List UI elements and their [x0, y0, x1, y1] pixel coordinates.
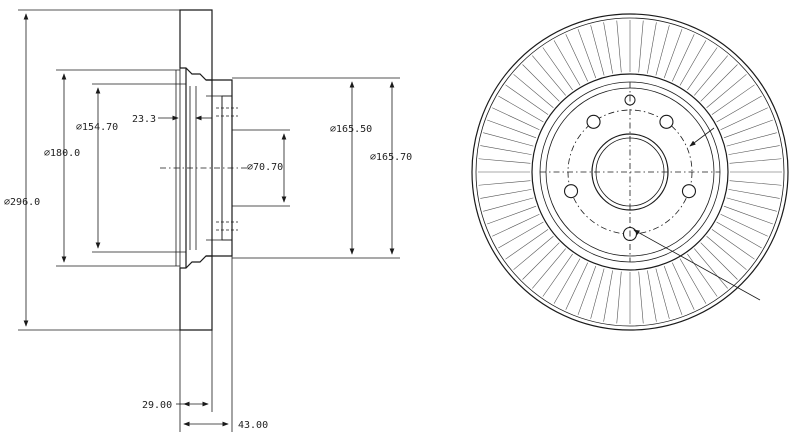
vane-line — [638, 271, 644, 324]
vane-line — [716, 221, 762, 249]
vane-line — [616, 20, 622, 73]
vane-line — [706, 236, 747, 270]
vane-line — [498, 221, 544, 249]
bolt-hole — [659, 114, 674, 129]
cooling-vanes — [478, 20, 782, 324]
vane-line — [729, 180, 782, 186]
dim-label-233: 23.3 — [132, 114, 156, 125]
vane-line — [522, 64, 560, 102]
vane-line — [480, 189, 532, 199]
vane-line — [711, 229, 755, 260]
vane-line — [694, 55, 728, 96]
vane-line — [513, 74, 554, 108]
vane-line — [647, 22, 657, 74]
vane-line — [577, 265, 597, 315]
dim-label-296: ⌀296.0 — [4, 197, 40, 208]
section-ring-lower — [179, 255, 213, 331]
vane-line — [542, 47, 573, 91]
vane-line — [700, 64, 738, 102]
vane-line — [498, 95, 544, 123]
vane-line — [505, 229, 549, 260]
bolt-holes — [563, 94, 697, 242]
left-dimensions: ⌀296.0 ⌀180.0 ⌀154.70 23.3 ⌀70.70 ⌀165.5… — [4, 9, 412, 432]
vane-line — [655, 25, 670, 76]
vane-line — [478, 158, 531, 164]
vane-line — [590, 268, 605, 319]
vane-line — [706, 74, 747, 108]
dim-label-43: 43.00 — [238, 420, 268, 431]
vane-line — [679, 258, 707, 304]
vane-line — [723, 119, 773, 139]
section-view — [160, 9, 250, 331]
vane-line — [513, 236, 554, 270]
vane-line — [723, 205, 773, 225]
vane-line — [726, 197, 777, 212]
vane-line — [687, 253, 718, 297]
vane-line — [726, 132, 777, 147]
dim-label-16570: ⌀165.70 — [370, 152, 412, 163]
vane-line — [700, 242, 738, 280]
vane-line — [522, 242, 560, 280]
vane-line — [542, 253, 573, 297]
vane-line — [565, 262, 589, 310]
vane-line — [729, 158, 782, 164]
vane-line — [671, 34, 695, 82]
vane-line — [655, 268, 670, 319]
vane-line — [487, 119, 537, 139]
bolt-hole — [563, 184, 579, 199]
front-view — [471, 13, 789, 331]
vane-line — [711, 84, 755, 115]
vane-line — [720, 107, 768, 131]
friction-inner-edge — [531, 73, 729, 271]
vane-line — [638, 20, 644, 73]
vane-line — [663, 265, 683, 315]
dim-label-180: ⌀180.0 — [44, 148, 80, 159]
vane-line — [532, 55, 566, 96]
vane-line — [616, 271, 622, 324]
leader-line-1 — [689, 127, 715, 147]
vane-line — [478, 180, 531, 186]
dim-label-29: 29.00 — [142, 400, 172, 411]
section-bolt-hole — [216, 107, 238, 231]
vane-line — [728, 145, 780, 155]
vane-line — [671, 262, 695, 310]
vane-line — [603, 22, 613, 74]
leader-line-2 — [633, 229, 761, 301]
vane-line — [565, 34, 589, 82]
vane-line — [716, 95, 762, 123]
vane-line — [487, 205, 537, 225]
vane-line — [483, 197, 534, 212]
vane-line — [720, 213, 768, 237]
vane-line — [663, 29, 683, 79]
vane-line — [492, 107, 540, 131]
vane-line — [492, 213, 540, 237]
dim-label-16550: ⌀165.50 — [330, 124, 372, 135]
vane-line — [687, 47, 718, 91]
vane-line — [505, 84, 549, 115]
disc-outer-edge-inner — [475, 17, 785, 327]
vane-line — [553, 40, 581, 86]
vane-line — [553, 258, 581, 304]
section-ring-upper — [179, 9, 213, 81]
disc-outer-edge — [471, 13, 789, 331]
vane-line — [590, 25, 605, 76]
bolt-hole — [586, 114, 601, 129]
vane-line — [480, 145, 532, 155]
dim-label-7070: ⌀70.70 — [247, 162, 283, 173]
vane-line — [603, 270, 613, 322]
vane-line — [577, 29, 597, 79]
bolt-hole — [681, 184, 697, 199]
vane-line — [679, 40, 707, 86]
center-bore — [591, 133, 669, 211]
vane-line — [483, 132, 534, 147]
vane-line — [532, 248, 566, 289]
vane-line — [694, 248, 728, 289]
vane-line — [728, 189, 780, 199]
vane-line — [647, 270, 657, 322]
dim-label-15470: ⌀154.70 — [76, 122, 118, 133]
